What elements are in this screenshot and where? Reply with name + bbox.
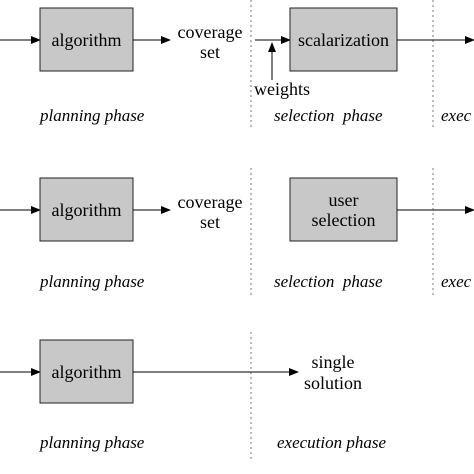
algorithm-label: algorithm <box>52 200 122 220</box>
phase-planning-label: planning phase <box>39 106 145 125</box>
algorithm-box <box>39 177 134 242</box>
row-scalarization: algorithm coverage set scalarization wei… <box>0 7 474 125</box>
phase-selection-label: selection phase <box>274 106 383 125</box>
algorithm-label: algorithm <box>52 362 122 382</box>
scalarization-box <box>289 7 398 72</box>
phase-planning-label: planning phase <box>39 433 145 452</box>
algorithm-box <box>39 339 134 404</box>
user-selection-label-line2: selection <box>312 210 376 230</box>
output-label-line2: set <box>200 212 220 232</box>
scalarization-label: scalarization <box>298 30 389 50</box>
output-label-line2: set <box>200 42 220 62</box>
algorithm-box <box>39 7 134 72</box>
phase-execution-label: execution phase <box>277 433 386 452</box>
user-selection-label-line1: user <box>329 190 359 210</box>
row-user-selection: algorithm coverage set user selection pl… <box>0 177 474 291</box>
phase-planning-label: planning phase <box>39 272 145 291</box>
user-selection-box <box>289 177 398 242</box>
weights-label: weights <box>254 79 310 99</box>
output-label-line1: coverage <box>178 22 243 42</box>
phase-selection-label: selection phase <box>274 272 383 291</box>
output-label-line1: coverage <box>178 192 243 212</box>
algorithm-label: algorithm <box>52 30 122 50</box>
phase-execution-label: exec <box>441 272 472 291</box>
row-single-solution: algorithm single solution planning phase… <box>0 339 386 452</box>
phase-execution-label: exec <box>441 106 472 125</box>
output-label-line1: single <box>312 352 355 372</box>
output-label-line2: solution <box>304 373 362 393</box>
